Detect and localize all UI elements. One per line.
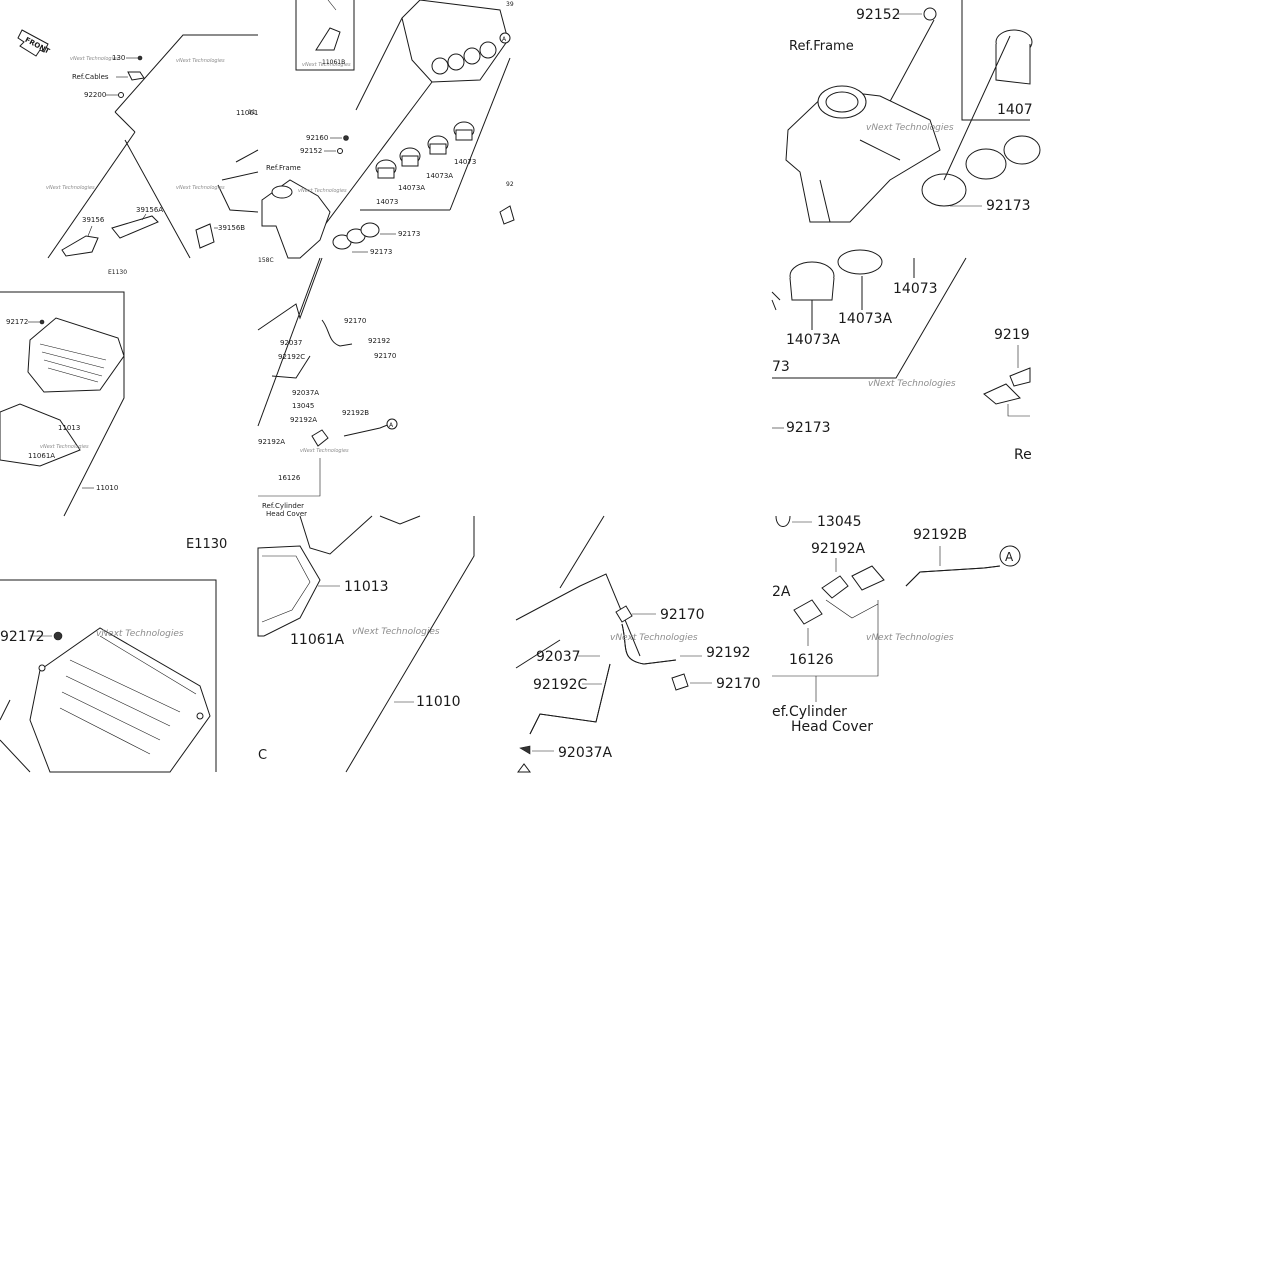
callout-13045-zoom: 13045: [817, 514, 862, 530]
callout-16126-zoom: 16126: [789, 652, 834, 668]
callout-158c-cut: 158C: [258, 257, 274, 264]
watermark: vNext Technologies: [302, 62, 351, 68]
callout-11010-zoom: 11010: [416, 694, 461, 710]
callout-92172-small: 92172: [6, 318, 28, 326]
callout-92192C-zoom: 92192C: [533, 677, 588, 693]
callout-11061B: 11061B: [322, 59, 345, 66]
callout-11061A-zoom: 11061A: [290, 632, 345, 648]
watermark: vNext Technologies: [46, 185, 95, 191]
diagram-code: E1130: [108, 269, 127, 276]
valve-zoom-tile: 13045 92192A 92192B A 2A 16126 vNext Tec…: [772, 514, 1021, 735]
callout-92152: 92152: [300, 147, 322, 155]
cover-zoom-tile: 92172 vNext Technologies: [0, 579, 217, 773]
watermark: vNext Technologies: [868, 379, 956, 389]
frame-zoom-tile: 92152 Ref.Frame vNext Technologies 1407 …: [785, 0, 1041, 223]
callout-92192A-zoom: 92192A: [811, 541, 866, 557]
ref-cyl-line1-small: Ref.Cylinder: [262, 502, 304, 510]
callout-92170-b-small: 92170: [374, 352, 396, 360]
callout-11013-zoom: 11013: [344, 579, 389, 595]
watermark: vNext Technologies: [300, 448, 349, 454]
callout-92170-b-zoom: 92170: [716, 676, 761, 692]
callout-92170-a-small: 92170: [344, 317, 366, 325]
callout-73-cut: 73: [772, 359, 790, 375]
watermark: vNext Technologies: [176, 58, 225, 64]
watermark: vNext Technologies: [352, 627, 440, 637]
callout-92200: 92200: [84, 91, 106, 99]
callout-16126-small: 16126: [278, 474, 301, 482]
callout-14073A-zoom-b: 14073A: [786, 332, 841, 348]
callout-39156A: 39156A: [136, 206, 163, 214]
callout-c-cut: C: [258, 748, 267, 763]
callout-92173-b: 92173: [370, 248, 392, 256]
ref-cyl-line1-zoom: ef.Cylinder: [772, 704, 847, 720]
ref-a-circle-zoom: A: [1005, 550, 1014, 564]
callout-92152-zoom: 92152: [856, 7, 901, 23]
watermark: vNext Technologies: [866, 123, 954, 133]
callout-39156: 39156: [82, 216, 105, 224]
hoses-tile-small: 92170 92037 92192 92192C 92170 92037A 13…: [257, 257, 398, 518]
callout-9219-cut: 9219: [994, 327, 1030, 343]
front-arrow-icon: FRONT: [17, 29, 51, 57]
callout-2A-cut: 2A: [772, 584, 791, 600]
callout-14073A-b: 14073A: [426, 172, 453, 180]
callout-39156B: 39156B: [218, 224, 245, 232]
overview-tile: FRONT vNext Technologies 130 Ref.Cables …: [17, 0, 515, 276]
callout-11061A-small: 11061A: [28, 452, 55, 460]
callout-11013-small: 11013: [58, 424, 80, 432]
callout-92037A-small: 92037A: [292, 389, 319, 397]
ref-cyl-line2-zoom: Head Cover: [791, 719, 873, 735]
watermark: vNext Technologies: [176, 185, 225, 191]
callout-92192C-small: 92192C: [278, 353, 305, 361]
ref-cables-label: Ref.Cables: [72, 73, 109, 81]
callout-1407-cut: 1407: [997, 102, 1033, 118]
ducts-zoom-tile: 14073 14073A 14073A 73 vNext Technologie…: [771, 249, 1032, 463]
callout-39-cut: 39: [506, 1, 514, 8]
gasket-zoom-tile: 11013 11061A vNext Technologies 11010 C: [257, 515, 475, 773]
callout-14073-b: 14073: [454, 158, 476, 166]
watermark: vNext Technologies: [298, 188, 347, 194]
callout-11-cut: 11: [248, 109, 256, 116]
watermark: vNext Technologies: [866, 633, 954, 643]
callout-92192B-zoom: 92192B: [913, 527, 967, 543]
callout-92160: 92160: [306, 134, 328, 142]
callout-92192A-cut-small: 92192A: [258, 438, 285, 446]
callout-92173-a: 92173: [398, 230, 420, 238]
callout-92037A-zoom: 92037A: [558, 745, 613, 761]
ref-a-circle-icon: A: [502, 36, 507, 43]
callout-92170-a-zoom: 92170: [660, 607, 705, 623]
ref-frame-label: Ref.Frame: [266, 164, 301, 172]
watermark: vNext Technologies: [40, 444, 89, 450]
callout-92172-zoom: 92172: [0, 629, 45, 645]
callout-14073A-a: 14073A: [398, 184, 425, 192]
cover-tile-small: 92172 11013 11061A 11010 vNext Technolog…: [0, 291, 125, 517]
callout-11061: 11061: [236, 109, 258, 117]
watermark: vNext Technologies: [70, 56, 119, 62]
callout-92173-zoom-b: 92173: [786, 420, 831, 436]
ref-frame-zoom: Ref.Frame: [789, 39, 854, 54]
ref-cyl-line2-small: Head Cover: [266, 510, 307, 518]
callout-92037-small: 92037: [280, 339, 302, 347]
callout-92037-zoom: 92037: [536, 649, 581, 665]
callout-92192-small: 92192: [368, 337, 390, 345]
watermark: vNext Technologies: [610, 633, 698, 643]
callout-14073-zoom: 14073: [893, 281, 938, 297]
hoses-zoom-tile: 92170 vNext Technologies 92192 92037 921…: [515, 515, 761, 773]
ref-a-circle-small: A: [389, 422, 394, 429]
callout-11010-small: 11010: [96, 484, 118, 492]
callout-92192-zoom: 92192: [706, 645, 751, 661]
callout-92-cut: 92: [506, 181, 514, 188]
callout-13045-small: 13045: [292, 402, 314, 410]
callout-14073A-zoom-a: 14073A: [838, 311, 893, 327]
callout-14073-a: 14073: [376, 198, 398, 206]
watermark: vNext Technologies: [96, 629, 184, 639]
callout-92192B-small: 92192B: [342, 409, 369, 417]
callout-92192A-small: 92192A: [290, 416, 317, 424]
callout-92173-zoom: 92173: [986, 198, 1031, 214]
ref-cut-zoom: Re: [1014, 447, 1032, 463]
diagram-code-large: E1130: [186, 537, 227, 552]
callout-130: 130: [112, 54, 125, 62]
